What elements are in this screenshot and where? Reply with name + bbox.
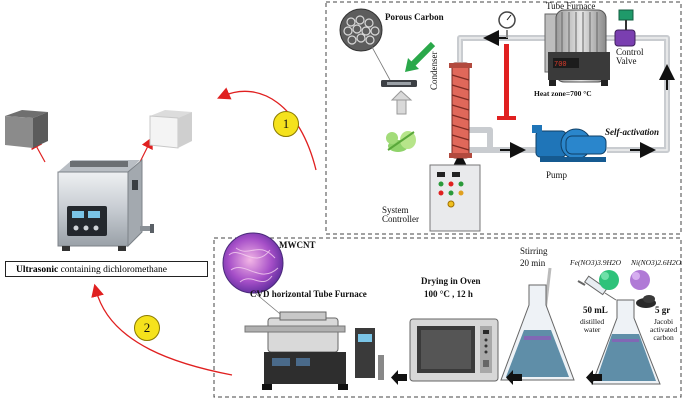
cvd-furnace-label: CVD horizontal Tube Furnace — [250, 289, 367, 299]
tube-furnace: 700 — [544, 9, 610, 86]
pump-label: Pump — [546, 170, 568, 180]
stirring-label: Stirring — [520, 246, 548, 256]
bottom-flow-arrows — [391, 370, 602, 385]
control-valve-label: Control Valve — [616, 47, 644, 67]
up-arrow — [390, 90, 413, 101]
carbon-label: Jacobi activated carbon — [650, 317, 678, 342]
bottom-panel-border — [213, 237, 682, 398]
svg-text:700: 700 — [554, 61, 567, 69]
drying-label: Drying in Oven — [421, 276, 481, 286]
carbon-amount-label: 5 gr — [655, 305, 671, 315]
white-block — [149, 110, 192, 149]
step1-arrow — [217, 87, 317, 171]
porous-carbon-zoom — [339, 8, 383, 52]
condenser — [449, 62, 472, 159]
gray-block — [5, 110, 48, 148]
reagent-flask — [591, 299, 661, 385]
control-valve — [614, 9, 636, 47]
step-1-badge: 1 — [273, 111, 299, 137]
syringe — [577, 275, 617, 301]
stirring-flask — [500, 267, 575, 381]
ni-salt-label: Ni(NO3)2.6H2O — [631, 258, 682, 267]
system-controller — [429, 164, 481, 232]
fe-salt-powder — [599, 270, 619, 290]
drying-oven — [409, 318, 499, 382]
stirring-time-label: 20 min — [520, 258, 546, 268]
cvd-tube-furnace — [244, 311, 384, 390]
water-amount-label: 50 mL — [583, 305, 608, 315]
water-label: distilled water — [580, 317, 605, 334]
caption-rest: containing dichloromethane — [58, 265, 167, 275]
heat-zone-label: Heat zone=700 °C — [534, 89, 592, 98]
activated-carbon-pile — [636, 295, 656, 308]
self-activation-label: Self-activation — [605, 127, 659, 137]
ni-salt-powder — [630, 270, 650, 290]
system-controller-label: System Controller — [382, 205, 419, 225]
right-block-arrow — [139, 136, 153, 163]
celery-icon — [386, 131, 416, 152]
top-panel-border — [325, 1, 682, 235]
porous-carbon-label: Porous Carbon — [385, 12, 444, 22]
ultrasonic-caption: Ultrasonic containing dichloromethane — [5, 261, 208, 277]
caption-bold: Ultrasonic — [16, 265, 59, 275]
step-2-badge: 2 — [134, 315, 160, 341]
tube-furnace-label: Tube Furnace — [546, 1, 596, 11]
green-arrow — [410, 41, 436, 67]
pump — [532, 125, 607, 162]
condenser-label: Condenser — [429, 51, 439, 91]
mwcnt-label: MWCNT — [279, 240, 316, 250]
mwcnt-zoom — [222, 232, 284, 294]
fe-salt-label: Fe(NO3)3.9H2O — [570, 258, 622, 267]
step2-arrow — [91, 283, 233, 376]
drying-conditions-label: 100 °C , 12 h — [424, 289, 473, 299]
pressure-gauge — [497, 11, 516, 120]
ultrasonic-bath — [57, 158, 154, 251]
